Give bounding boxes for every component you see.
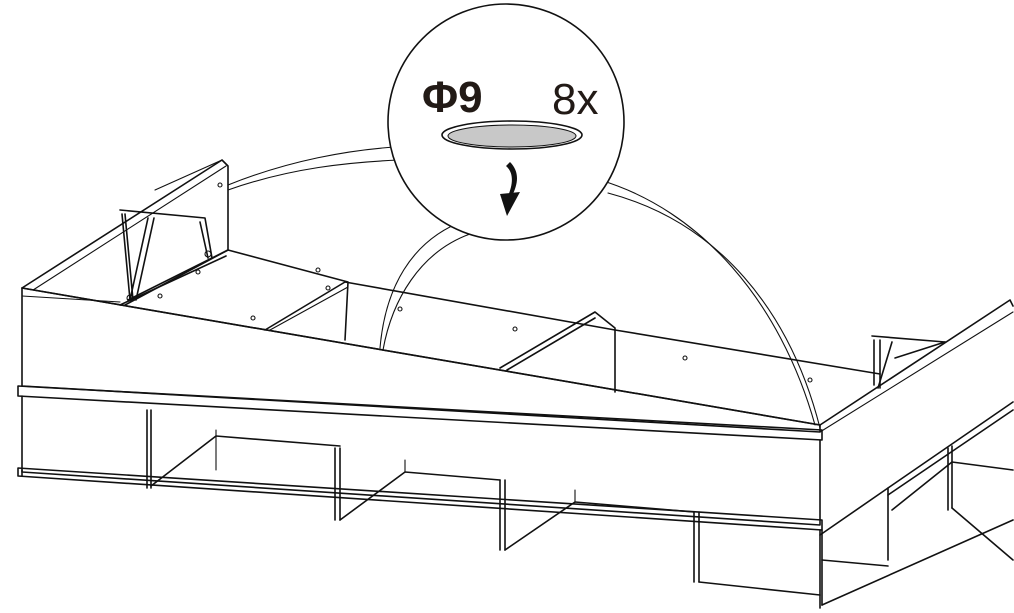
quantity-label: 8x (552, 75, 598, 124)
front-panel (21, 287, 821, 433)
cap-icon (441, 120, 583, 150)
down-arrow-icon (500, 162, 520, 216)
lift-mechanism-left (119, 209, 229, 306)
part-label: Φ9 (422, 73, 483, 122)
bed-frame (17, 159, 1014, 609)
lift-mechanism-right (871, 335, 946, 389)
detail-callout: Φ9 8x (227, 3, 821, 429)
